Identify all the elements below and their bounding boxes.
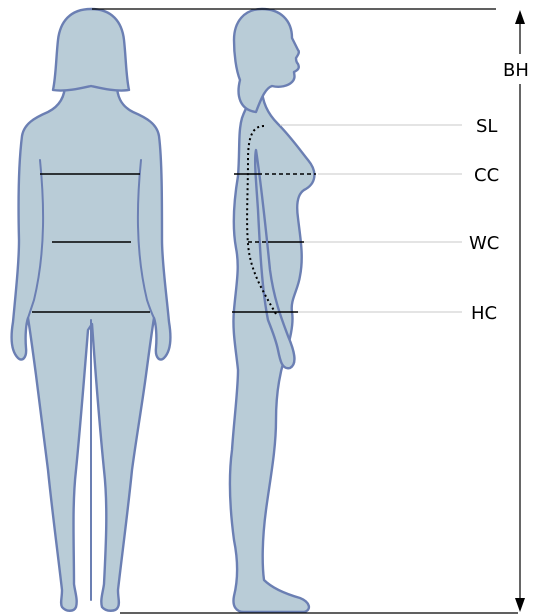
side-figure-head [234, 9, 299, 112]
label-sl: SL [476, 116, 497, 137]
back-view-figure [12, 9, 171, 611]
label-hc: HC [471, 303, 497, 324]
label-bh: BH [503, 60, 529, 81]
side-view-figure [230, 9, 315, 612]
arrow-down-icon [515, 598, 525, 612]
side-figure-body [230, 88, 315, 612]
back-figure-head [53, 9, 129, 91]
guide-lines [280, 125, 462, 312]
arrow-up-icon [515, 10, 525, 24]
label-wc: WC [469, 233, 499, 254]
label-cc: CC [474, 165, 499, 186]
